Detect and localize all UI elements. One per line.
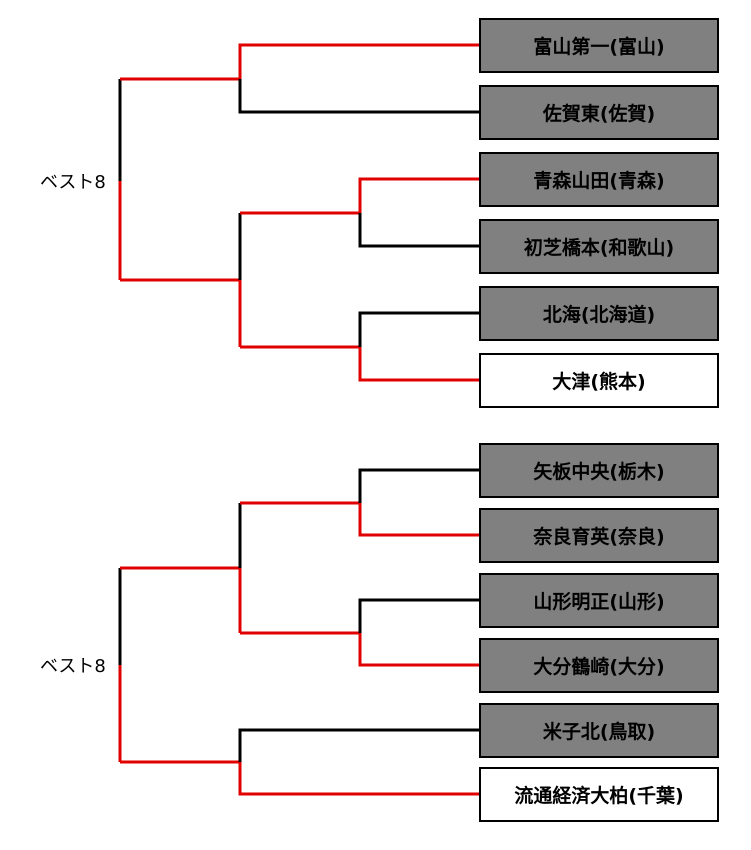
bracket-line-winner <box>240 177 479 215</box>
team-box: 流通経済大柏(千葉) <box>479 767 719 822</box>
bracket-line-winner <box>120 760 479 796</box>
team-box: 初芝橋本(和歌山) <box>479 219 719 274</box>
team-box: 佐賀東(佐賀) <box>479 85 719 140</box>
round-label: ベスト8 <box>40 656 106 677</box>
team-box: 奈良育英(奈良) <box>479 508 719 563</box>
round-label: ベスト8 <box>40 172 106 193</box>
bracket-line-winner <box>120 566 242 633</box>
team-box: 大分鶴崎(大分) <box>479 638 719 693</box>
bracket-line-winner <box>240 501 479 537</box>
team-box: 富山第一(富山) <box>479 18 719 73</box>
bracket-line <box>358 213 479 248</box>
bracket-line <box>358 468 479 503</box>
bracket-line <box>358 598 479 633</box>
bracket-line-winner <box>240 345 479 382</box>
bracket-line-winner <box>120 43 479 81</box>
bracket-line-winner <box>240 631 479 667</box>
team-box: 米子北(鳥取) <box>479 703 719 758</box>
team-box: 山形明正(山形) <box>479 573 719 628</box>
team-box: 大津(熊本) <box>479 353 719 408</box>
team-box: 青森山田(青森) <box>479 152 719 207</box>
team-box: 矢板中央(栃木) <box>479 443 719 498</box>
bracket-line <box>238 79 479 114</box>
bracket-line <box>238 728 479 762</box>
bracket-line <box>358 311 479 347</box>
bracket-line-winner <box>120 278 242 347</box>
team-box: 北海(北海道) <box>479 286 719 341</box>
